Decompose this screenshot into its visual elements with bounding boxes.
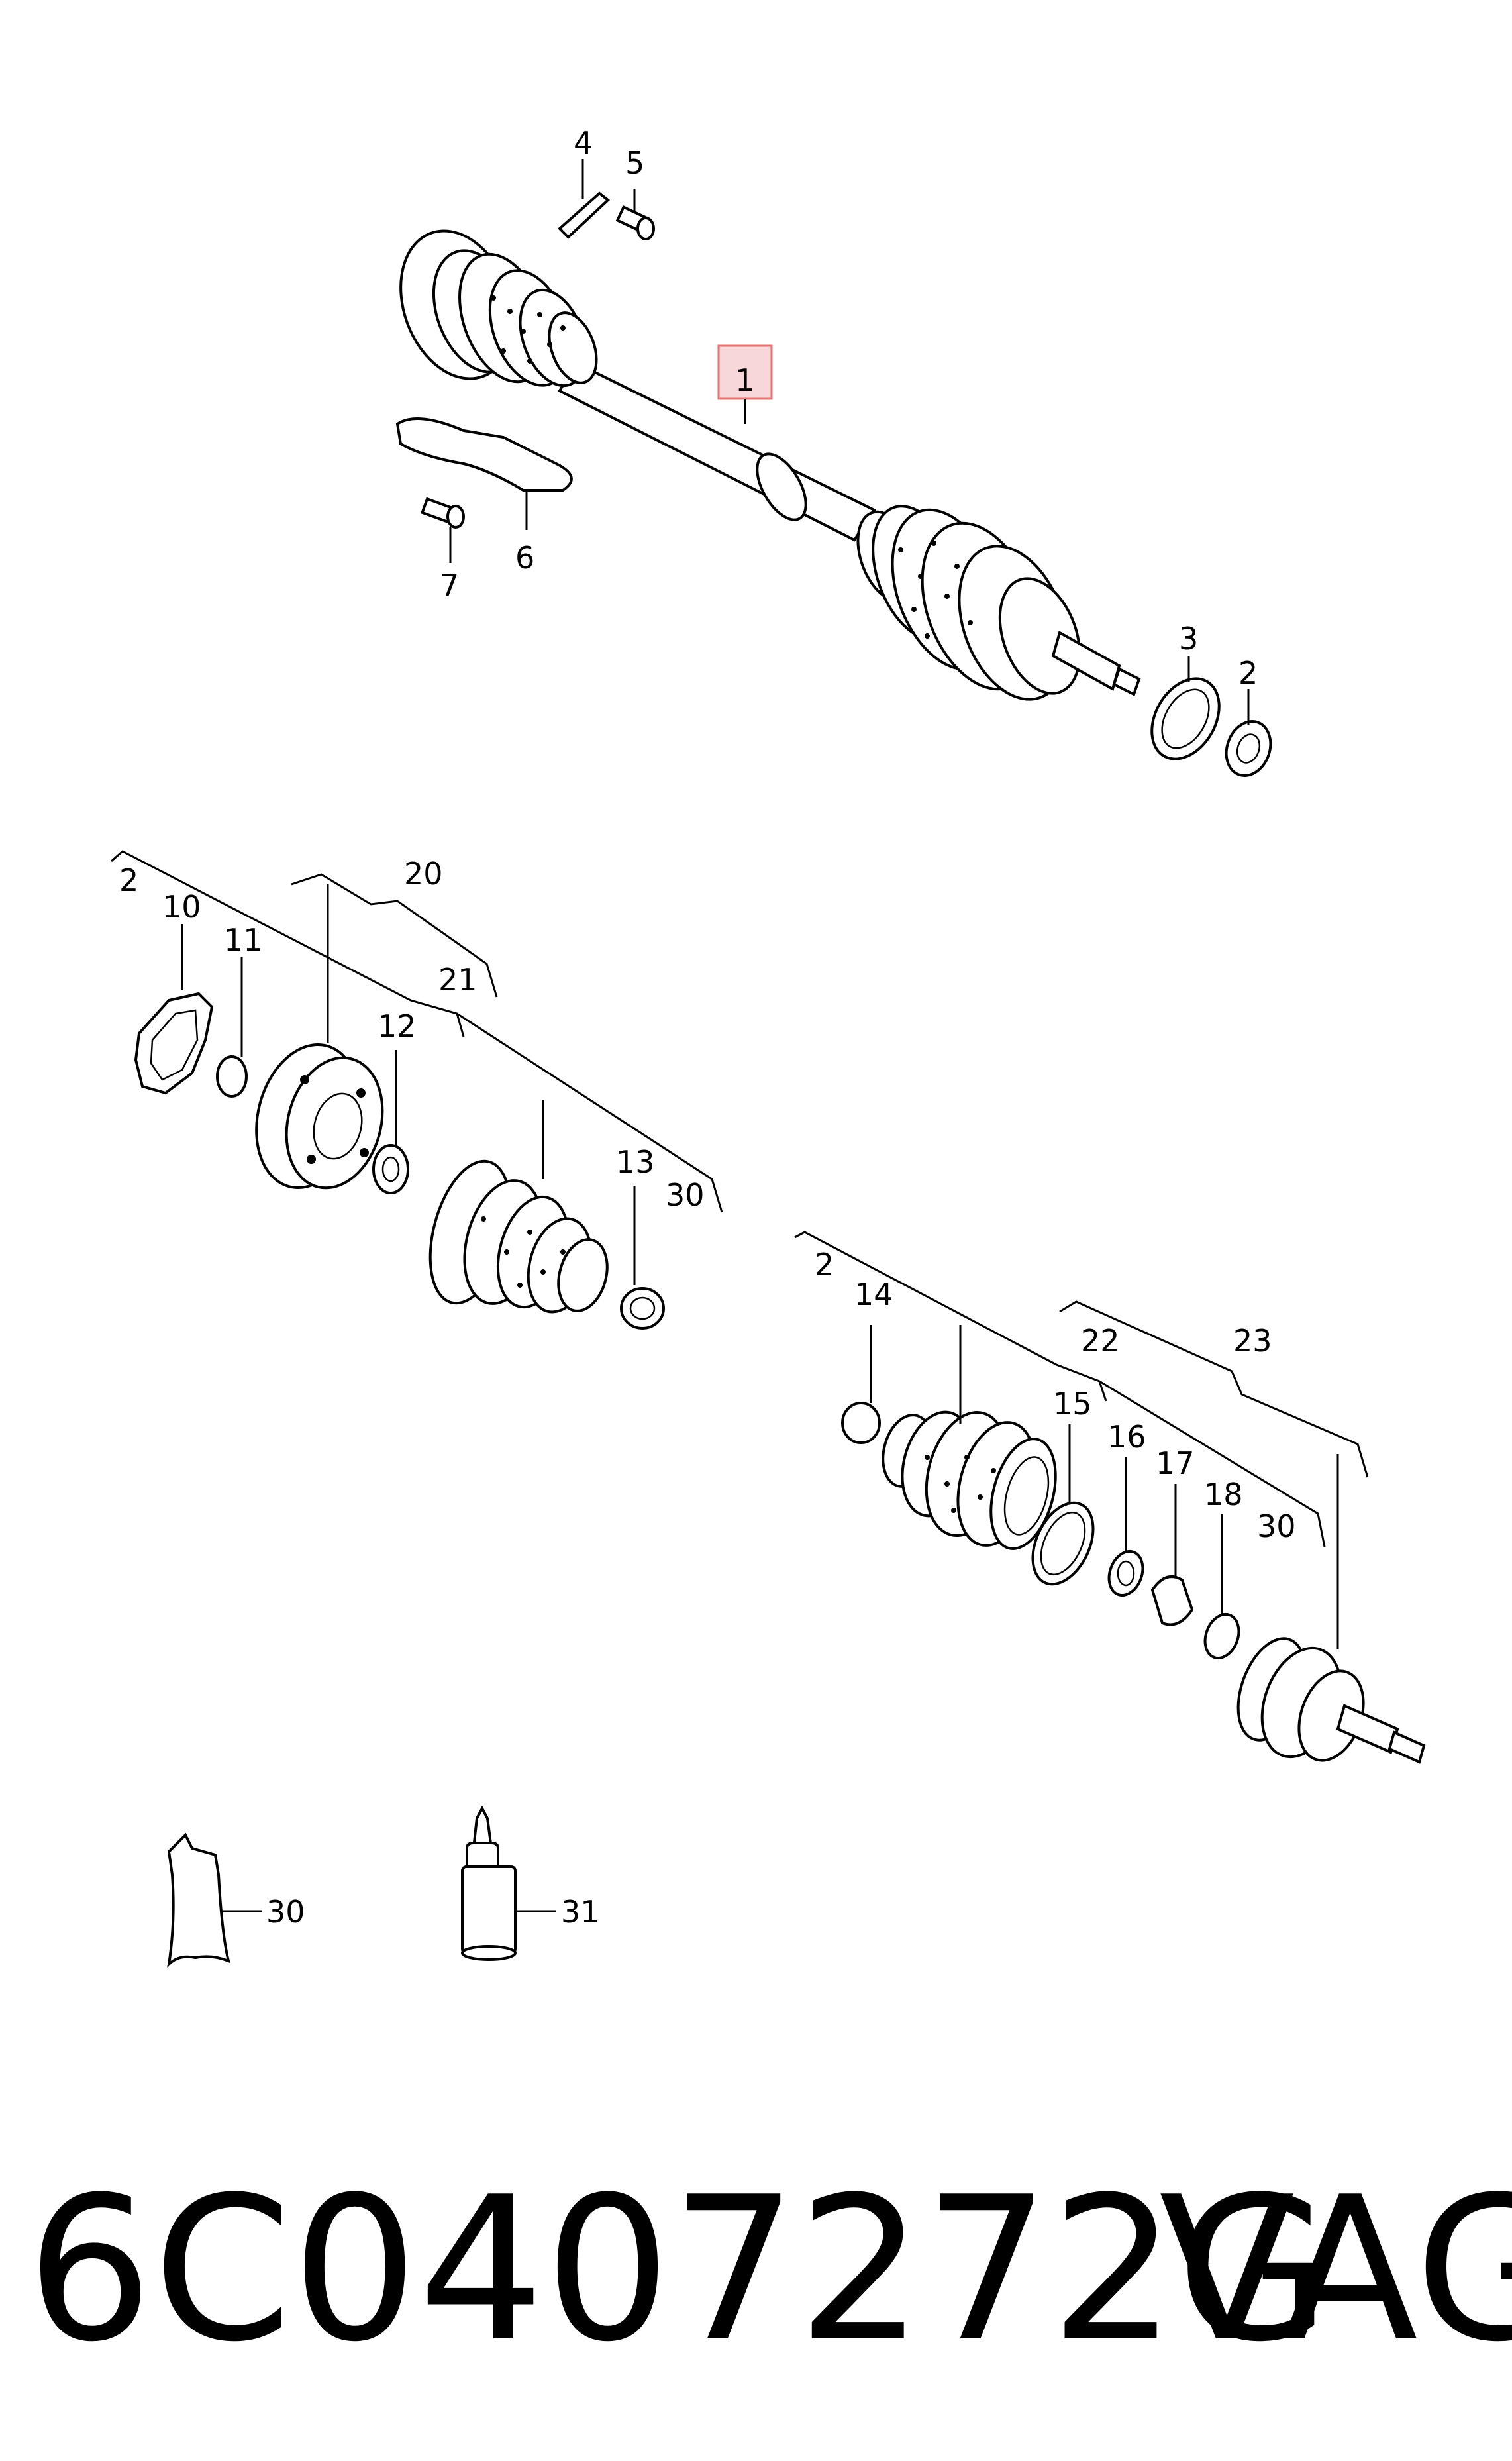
clamp-item-14 bbox=[841, 1402, 881, 1444]
boot-item-22 bbox=[882, 1410, 1057, 1550]
boot-item-21 bbox=[428, 1159, 609, 1314]
label-item-15: 15 bbox=[1053, 1386, 1092, 1422]
label-item-31: 31 bbox=[561, 1894, 600, 1930]
inner-joint-kit bbox=[111, 850, 723, 1330]
washer-item-12 bbox=[372, 1144, 409, 1194]
bolt-item-5 bbox=[615, 205, 655, 240]
label-item-1: 1 bbox=[735, 362, 754, 398]
brand-name: VAG bbox=[1159, 2154, 1512, 2385]
highlight-box-item-1 bbox=[717, 344, 773, 400]
outer-joint-kit bbox=[794, 1231, 1426, 1764]
label-item-2-right: 2 bbox=[815, 1247, 834, 1283]
drive-shaft-assembly bbox=[395, 159, 1272, 777]
bolt-item-7 bbox=[421, 497, 465, 529]
inner-boot-top bbox=[856, 505, 1082, 701]
part-number: 6C0407272G bbox=[26, 2154, 1331, 2385]
label-item-30-right: 30 bbox=[1257, 1508, 1296, 1544]
label-item-16: 16 bbox=[1107, 1419, 1146, 1455]
label-item-13: 13 bbox=[616, 1144, 655, 1180]
plate-item-4 bbox=[558, 191, 611, 239]
clamp-item-13 bbox=[620, 1287, 665, 1330]
outer-boot-top bbox=[458, 252, 598, 388]
bottle-item-31 bbox=[461, 1805, 556, 1961]
gasket-item-10 bbox=[134, 992, 214, 1095]
label-item-7: 7 bbox=[440, 568, 459, 603]
label-item-18: 18 bbox=[1204, 1477, 1243, 1512]
circlip-item-11 bbox=[216, 1055, 248, 1098]
boot-dots bbox=[491, 295, 973, 639]
circlip-item-18 bbox=[1203, 1613, 1240, 1659]
label-item-11: 11 bbox=[224, 922, 263, 958]
clamp-item-15 bbox=[1031, 1501, 1095, 1586]
cv-joint-item-20 bbox=[255, 1043, 384, 1190]
label-item-6: 6 bbox=[515, 540, 534, 576]
label-item-23: 23 bbox=[1233, 1323, 1272, 1359]
seal-ring-item-3 bbox=[1150, 677, 1221, 760]
washer-item-16 bbox=[1107, 1550, 1144, 1597]
label-item-12: 12 bbox=[378, 1008, 417, 1044]
label-item-21: 21 bbox=[438, 962, 478, 998]
nut-item-2 bbox=[1225, 720, 1272, 777]
label-item-30-mid: 30 bbox=[666, 1177, 705, 1213]
outer-joint-item-23 bbox=[1236, 1637, 1426, 1764]
label-item-30-bottom: 30 bbox=[266, 1894, 305, 1930]
label-item-4: 4 bbox=[574, 125, 593, 161]
label-item-5: 5 bbox=[625, 145, 644, 181]
label-item-14: 14 bbox=[854, 1277, 893, 1312]
grease-tube-item-30 bbox=[167, 1832, 262, 1968]
label-item-17: 17 bbox=[1156, 1445, 1195, 1481]
label-item-10: 10 bbox=[162, 889, 201, 925]
cone-item-17 bbox=[1150, 1575, 1194, 1626]
label-item-20: 20 bbox=[404, 856, 443, 892]
label-item-22: 22 bbox=[1081, 1323, 1120, 1359]
label-item-2-top: 2 bbox=[1238, 655, 1258, 691]
label-item-2-mid: 2 bbox=[119, 863, 138, 898]
label-item-3: 3 bbox=[1179, 621, 1198, 656]
heat-shield-item-6 bbox=[395, 417, 573, 492]
